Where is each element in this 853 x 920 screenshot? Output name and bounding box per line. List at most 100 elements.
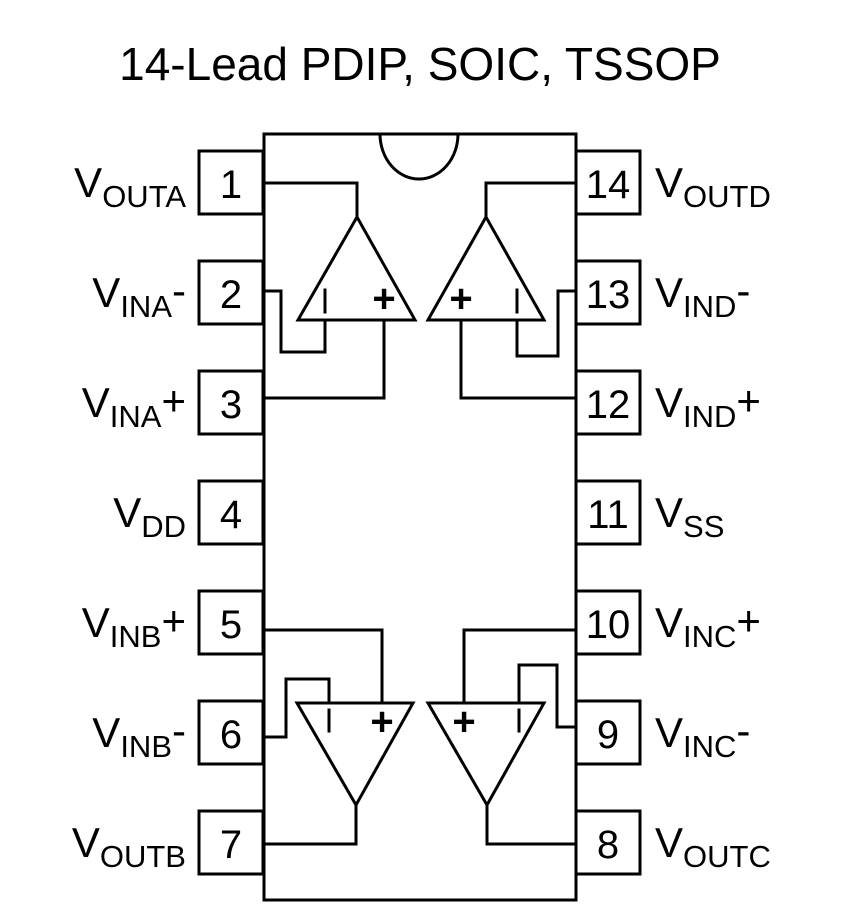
pin-label-suffix: - (736, 707, 750, 754)
pin-label-sub: INB (110, 619, 162, 654)
pin-label-sub: IND (683, 289, 736, 324)
pin-label-suffix: + (736, 597, 761, 644)
pin-label: VIND+ (655, 377, 761, 434)
pin-4: 4 VDD (113, 479, 265, 546)
pin-label: VINB+ (82, 597, 186, 654)
pin-14: 14 VOUTD (574, 149, 771, 216)
pin-label-main: V (92, 709, 120, 756)
plus-sign: + (370, 700, 393, 744)
pin-number: 7 (220, 823, 242, 867)
pin-label: VOUTD (655, 159, 771, 214)
pin-label: VOUTB (72, 819, 186, 874)
pin-number: 12 (586, 383, 631, 427)
pin-label-main: V (655, 599, 683, 646)
pin-label: VOUTA (74, 159, 186, 214)
pin-label-sub: OUTD (683, 179, 771, 214)
pin-label-suffix: - (172, 707, 186, 754)
pin-label: VDD (113, 489, 186, 544)
pin-label-sub: INC (683, 619, 736, 654)
pin-label-main: V (74, 159, 102, 206)
pin-label-sub: DD (141, 509, 186, 544)
pin-number: 3 (220, 383, 242, 427)
pin-label-main: V (655, 269, 683, 316)
pin-13: 13 VIND- (574, 259, 750, 326)
pin-label: VINB- (92, 707, 186, 764)
pin-label-suffix: + (736, 377, 761, 424)
pin-label-sub: INC (683, 729, 736, 764)
pin-label-main: V (655, 819, 683, 866)
pin-box (574, 479, 642, 546)
plus-sign: + (449, 277, 472, 321)
pin-label-main: V (72, 819, 100, 866)
pin-label-main: V (92, 269, 120, 316)
pin-number: 6 (220, 713, 242, 757)
pin-number: 10 (586, 603, 631, 647)
pin-label-sub: OUTA (102, 179, 186, 214)
pin-box (574, 699, 642, 766)
pin-label-main: V (655, 379, 683, 426)
pin-box (574, 149, 642, 216)
pin-label-sub: OUTB (100, 839, 186, 874)
pin-label-sub: INB (120, 729, 172, 764)
chip-body (262, 132, 578, 902)
pin-label-main: V (113, 489, 141, 536)
pin-label-main: V (82, 379, 110, 426)
pin-box (574, 259, 642, 326)
pin-label-suffix: + (161, 597, 186, 644)
pin-label-sub: OUTC (683, 839, 771, 874)
pin-label: VINC- (655, 707, 750, 764)
pin-label: VSS (655, 489, 724, 544)
pin-11: 11 VSS (574, 479, 724, 546)
pin-label-sub: IND (683, 399, 736, 434)
pin-box (197, 699, 265, 766)
pin-box (197, 149, 265, 216)
pin-5: 5 VINB+ (82, 589, 265, 656)
pin-label-main: V (82, 599, 110, 646)
pin-12: 12 VIND+ (574, 369, 761, 436)
pin-box (197, 809, 265, 876)
pin-number: 13 (586, 273, 631, 317)
pin-7: 7 VOUTB (72, 809, 265, 876)
pin-number: 14 (586, 163, 631, 207)
pin-box (574, 589, 642, 656)
pin-group: 1VOUTA2VINA-3VINA+4VDD5VINB+6VINB-7VOUTB… (72, 149, 771, 876)
pin-label-suffix: - (736, 267, 750, 314)
opamp-d: + (425, 181, 578, 400)
pin-label-suffix: + (161, 377, 186, 424)
pin-label-main: V (655, 489, 683, 536)
pin-label-main: V (655, 159, 683, 206)
plus-sign: + (452, 700, 475, 744)
pin-box (197, 479, 265, 546)
pin-box (197, 259, 265, 326)
pin-label-sub: SS (683, 509, 724, 544)
pin-label: VINA- (92, 267, 186, 324)
pin-number: 4 (220, 493, 242, 537)
pin-label: VOUTC (655, 819, 771, 874)
pin-box (574, 369, 642, 436)
opamp-a: + (262, 181, 418, 400)
pin-label: VIND- (655, 267, 750, 324)
pin-number: 8 (597, 823, 619, 867)
plus-sign: + (372, 277, 395, 321)
pin-1: 1 VOUTA (74, 149, 265, 216)
pin-label-main: V (655, 709, 683, 756)
pin-number: 11 (587, 493, 629, 537)
pin-label: VINC+ (655, 597, 761, 654)
pin-number: 5 (220, 603, 242, 647)
opamp-c: + (425, 628, 578, 846)
pin-box (197, 369, 265, 436)
pin-label-suffix: - (172, 267, 186, 314)
pin-number: 9 (597, 713, 619, 757)
pin-box (197, 589, 265, 656)
pin-label: VINA+ (82, 377, 186, 434)
pin-label-sub: INA (120, 289, 172, 324)
pin-3: 3 VINA+ (82, 369, 265, 436)
pin-number: 1 (220, 163, 242, 207)
pin-6: 6 VINB- (92, 699, 265, 766)
diagram-title: 14-Lead PDIP, SOIC, TSSOP (119, 38, 721, 90)
pin-label-sub: INA (110, 399, 162, 434)
